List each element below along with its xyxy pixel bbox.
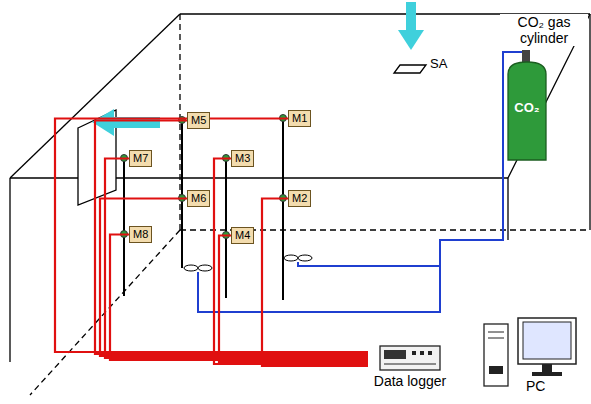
measurement-point: M4 (231, 227, 254, 244)
measurement-point: M5 (187, 112, 210, 129)
node-text: M6 (191, 192, 206, 204)
signal-wire (55, 119, 368, 353)
pc: PC (478, 316, 582, 402)
node-text: M5 (191, 114, 206, 126)
measurement-point: M8 (129, 226, 152, 243)
signal-wire (95, 121, 368, 355)
node-text: CO₂ gas cylinder (500, 14, 588, 46)
measurement-point: M1 (288, 110, 311, 127)
signal-wire (262, 199, 368, 367)
signal-wire (100, 199, 368, 357)
supply-air-label: SA (430, 56, 447, 71)
measurement-point: M2 (288, 190, 311, 207)
data-logger: Data logger (368, 343, 452, 393)
measurement-point: M7 (129, 150, 152, 167)
node-text: M7 (133, 152, 148, 164)
measurement-point: M6 (187, 190, 210, 207)
node-text: M2 (292, 192, 307, 204)
node-text: M4 (235, 229, 250, 241)
node-text: M1 (292, 112, 307, 124)
node-text: PC (526, 378, 545, 395)
logger-icon (368, 343, 452, 373)
node-text: M8 (133, 228, 148, 240)
signal-wire (105, 159, 368, 359)
signal-wire (110, 235, 368, 361)
node-text: M3 (235, 152, 250, 164)
node-text: CO₂ (508, 100, 546, 116)
gas-cylinder: CO₂ gas cylinderCO₂ (500, 14, 588, 164)
node-text: Data logger (368, 373, 452, 390)
measurement-point: M3 (231, 150, 254, 167)
signal-wire (219, 236, 368, 363)
signal-wire (214, 159, 368, 365)
